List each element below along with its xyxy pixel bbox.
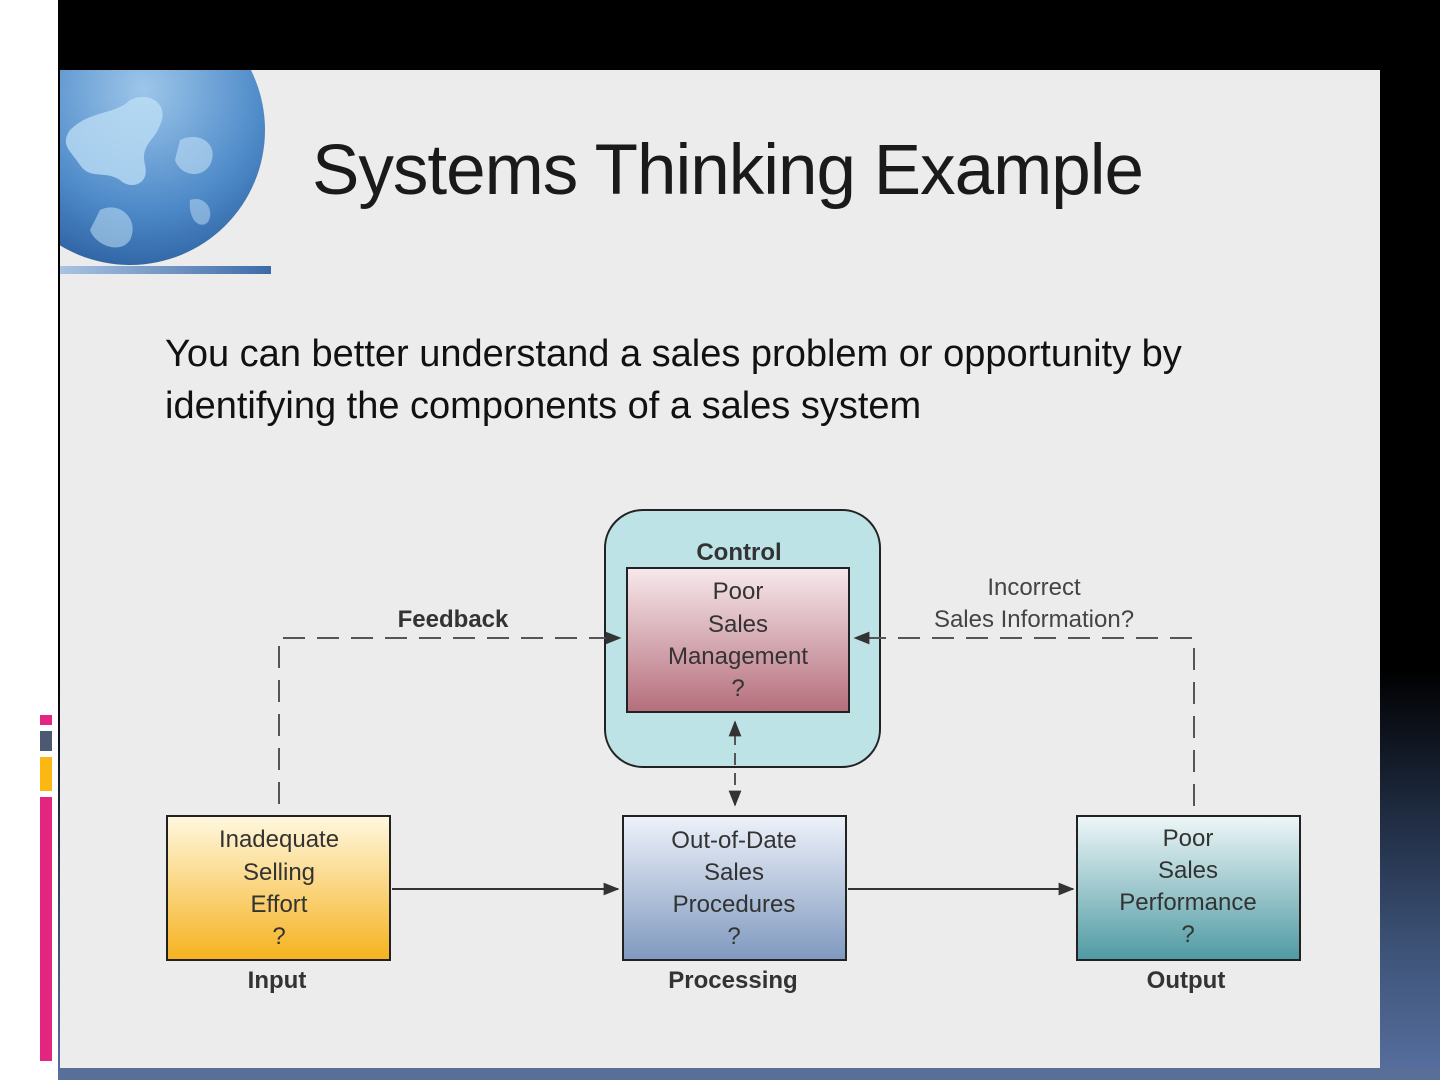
processing-box-line-2: Sales bbox=[704, 859, 764, 886]
control-box-line-4: ? bbox=[731, 675, 744, 702]
output-box-line-4: ? bbox=[1181, 921, 1194, 948]
swatch-magenta-top bbox=[40, 715, 52, 725]
input-box bbox=[166, 815, 391, 961]
title-underline bbox=[60, 266, 271, 274]
info-label-line-1: Incorrect bbox=[987, 574, 1081, 601]
slide-bottom-strip bbox=[60, 1068, 1440, 1080]
output-label: Output bbox=[1147, 967, 1226, 994]
input-box-line-1: Inadequate bbox=[219, 826, 339, 853]
input-box-line-4: ? bbox=[272, 923, 285, 950]
input-label: Input bbox=[248, 967, 307, 994]
control-box-line-1: Poor bbox=[713, 578, 764, 605]
swatch-magenta bbox=[40, 797, 52, 1061]
output-box bbox=[1076, 815, 1301, 961]
processing-box-line-4: ? bbox=[727, 923, 740, 950]
swatch-orange bbox=[40, 757, 52, 791]
output-box-line-1: Poor bbox=[1163, 825, 1214, 852]
control-box bbox=[626, 567, 850, 713]
control-box-line-2: Sales bbox=[708, 611, 768, 638]
info-path bbox=[853, 631, 1195, 806]
processing-box bbox=[622, 815, 847, 961]
output-box-line-3: Performance bbox=[1119, 889, 1256, 916]
control-box-line-3: Management bbox=[668, 643, 808, 670]
slide-subtitle: You can better understand a sales proble… bbox=[165, 333, 1182, 427]
processing-box-line-1: Out-of-Date bbox=[671, 827, 796, 854]
output-box-line-2: Sales bbox=[1158, 857, 1218, 884]
feedback-path bbox=[278, 631, 622, 804]
swatch-slate bbox=[40, 731, 52, 751]
processing-label: Processing bbox=[668, 967, 797, 994]
processing-box-line-3: Procedures bbox=[673, 891, 796, 918]
feedback-label: Feedback bbox=[398, 606, 509, 633]
globe-icon bbox=[60, 70, 265, 265]
decorative-stripes bbox=[32, 104, 58, 168]
info-label-line-2: Sales Information? bbox=[934, 606, 1134, 633]
slide-title: Systems Thinking Example bbox=[312, 131, 1144, 210]
input-box-line-3: Effort bbox=[251, 891, 308, 918]
control-label: Control bbox=[696, 539, 781, 566]
input-box-line-2: Selling bbox=[243, 859, 315, 886]
